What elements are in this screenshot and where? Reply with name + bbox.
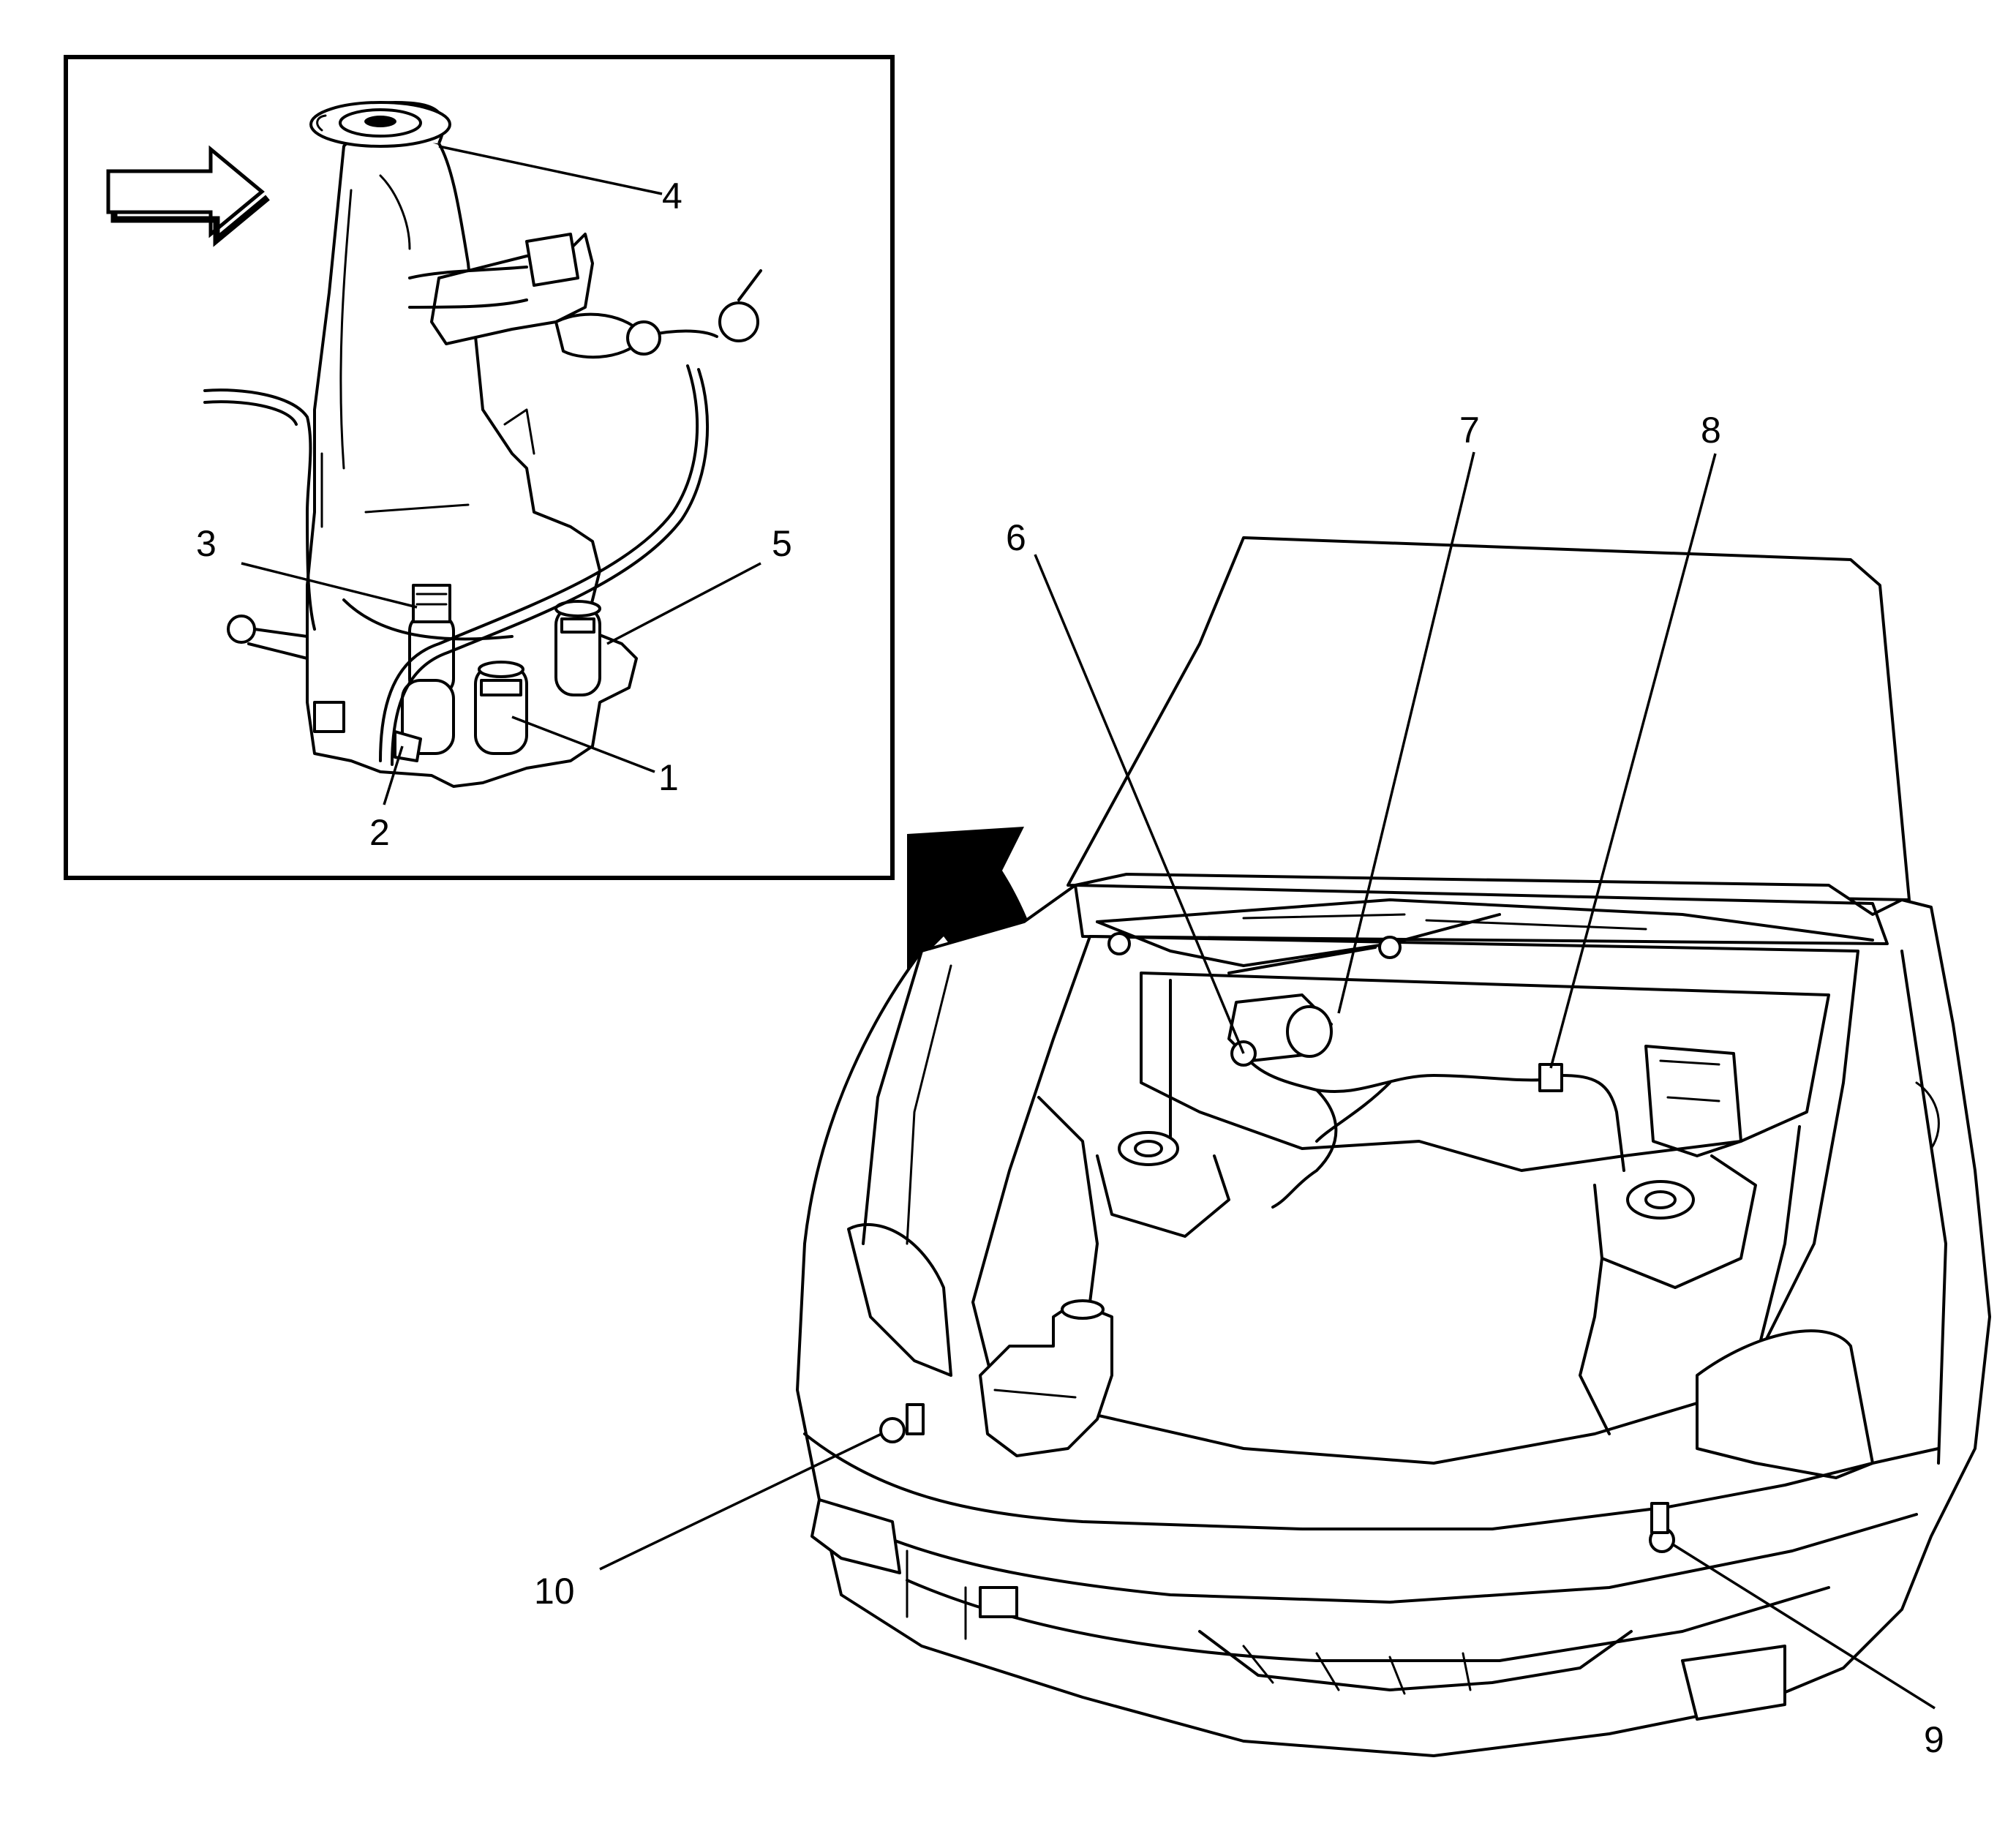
leader-9 bbox=[1671, 1542, 1936, 1710]
callout-1: 1 bbox=[658, 757, 679, 798]
callout-8: 8 bbox=[1701, 410, 1721, 451]
connector-8 bbox=[1538, 1063, 1563, 1092]
leader-4 bbox=[438, 145, 663, 195]
washer-pump-5 bbox=[554, 600, 601, 696]
callout-10: 10 bbox=[534, 1571, 575, 1612]
leader-7 bbox=[1337, 451, 1475, 1014]
leader-6 bbox=[1034, 554, 1245, 1054]
callout-3: 3 bbox=[196, 523, 217, 564]
tow-hook-cover bbox=[979, 1586, 1018, 1618]
direction-arrow-icon bbox=[106, 145, 270, 247]
leader-1 bbox=[511, 715, 655, 773]
washer-pump-1 bbox=[474, 661, 528, 755]
left-headlamp-washer-nozzle bbox=[879, 1417, 906, 1443]
callout-6: 6 bbox=[1006, 517, 1026, 558]
leader-2 bbox=[383, 745, 404, 805]
callout-5: 5 bbox=[772, 523, 792, 564]
leader-10 bbox=[599, 1432, 882, 1571]
cowl bbox=[1074, 884, 1889, 945]
engine-bay bbox=[971, 935, 1859, 1465]
hood bbox=[1067, 536, 1911, 901]
callout-2: 2 bbox=[369, 812, 390, 853]
vehicle-front-view bbox=[796, 536, 1991, 1757]
leader-8 bbox=[1549, 453, 1717, 1069]
left-fog-lamp bbox=[810, 1498, 901, 1574]
installed-washer-reservoir bbox=[979, 1299, 1113, 1457]
washer-pump-2 bbox=[394, 679, 455, 762]
callout-9: 9 bbox=[1924, 1719, 1944, 1760]
washer-fluid-reservoir bbox=[203, 101, 762, 788]
wiper-motor bbox=[1227, 993, 1333, 1062]
leader-3 bbox=[241, 562, 418, 609]
reservoir-inset: 4 3 5 1 2 bbox=[64, 55, 895, 880]
callout-4: 4 bbox=[662, 176, 682, 217]
leader-5 bbox=[606, 562, 761, 645]
callout-7: 7 bbox=[1459, 410, 1480, 451]
right-fog-lamp bbox=[1681, 1645, 1786, 1721]
